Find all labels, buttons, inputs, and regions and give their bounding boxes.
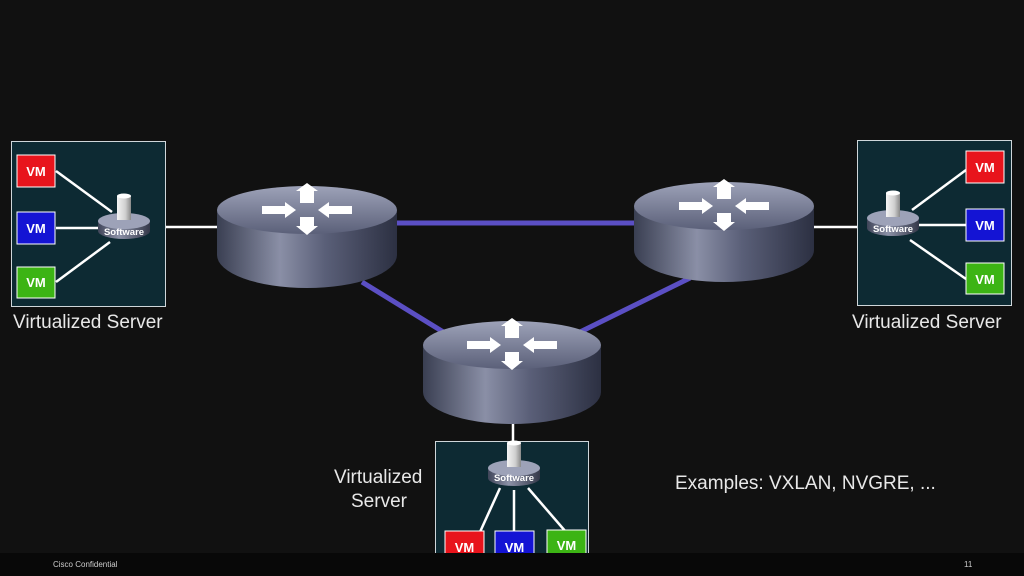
svg-text:VM: VM	[975, 272, 995, 287]
server-label-bottom-line2: Server	[351, 491, 407, 512]
vm-box: VM	[965, 208, 1005, 242]
link-right-bottom	[576, 275, 692, 336]
router-left	[217, 183, 397, 288]
software-switch-icon: Software	[98, 193, 150, 239]
software-switch-icon: Software	[488, 440, 540, 486]
vm-box: VM	[16, 211, 56, 245]
server-label-bottom-line1: Virtualized	[334, 467, 423, 488]
svg-text:Software: Software	[873, 224, 913, 235]
svg-text:VM: VM	[505, 540, 525, 555]
svg-text:VM: VM	[26, 221, 46, 236]
server-right: VM VM VM Software	[857, 140, 1012, 306]
router-bottom	[423, 318, 601, 424]
router-icon	[217, 183, 397, 288]
svg-text:VM: VM	[455, 540, 475, 555]
svg-text:Software: Software	[104, 227, 144, 238]
examples-text: Examples: VXLAN, NVGRE, ...	[675, 473, 936, 494]
vm-box: VM	[16, 154, 56, 188]
footer-page-number: 11	[964, 560, 973, 569]
router-icon	[423, 318, 601, 424]
router-right	[634, 179, 814, 282]
footer-confidential: Cisco Confidential	[53, 560, 118, 569]
vm-box: VM	[965, 150, 1005, 184]
svg-text:VM: VM	[557, 538, 577, 553]
software-switch-icon: Software	[867, 190, 919, 236]
server-label-left: Virtualized Server	[13, 312, 163, 333]
link-left-bottom	[360, 279, 447, 336]
router-icon	[634, 179, 814, 282]
router-links	[360, 220, 692, 336]
svg-text:VM: VM	[26, 275, 46, 290]
footer-bar	[0, 553, 1024, 576]
svg-text:VM: VM	[26, 164, 46, 179]
svg-text:VM: VM	[975, 160, 995, 175]
vm-box: VM	[16, 266, 56, 299]
server-label-right: Virtualized Server	[852, 312, 1002, 333]
svg-text:Software: Software	[494, 473, 534, 484]
vm-box: VM	[965, 262, 1005, 295]
server-left: VM VM VM Software	[11, 141, 166, 307]
svg-text:VM: VM	[975, 218, 995, 233]
